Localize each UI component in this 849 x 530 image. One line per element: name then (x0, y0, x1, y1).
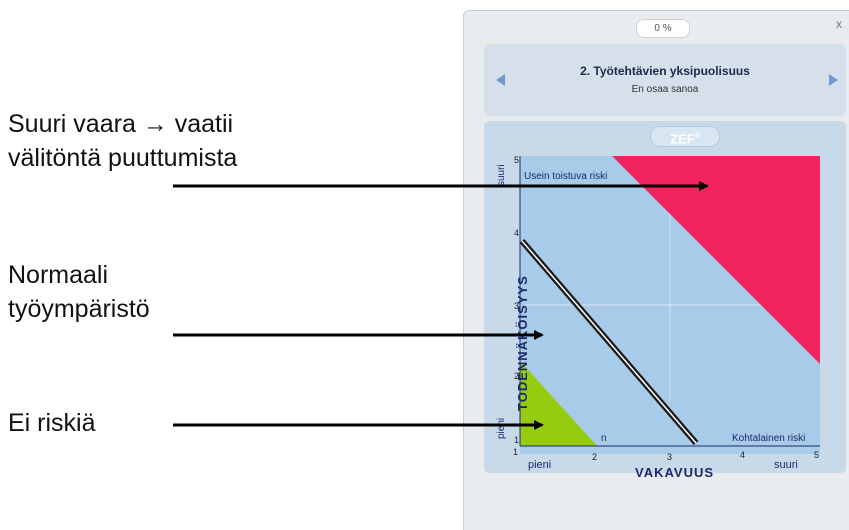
question-navigator: 2. Työtehtävien yksipuolisuus En osaa sa… (484, 44, 846, 116)
region-label-low-partial: n (601, 433, 607, 444)
previous-arrow-icon[interactable] (496, 74, 505, 86)
region-label-frequent: Usein toistuva riski (524, 171, 607, 182)
annotation-high-risk: Suuri vaara → vaatii välitöntä puuttumis… (8, 107, 237, 175)
y-tick-label-1: 1 (514, 435, 519, 445)
x-axis-title: VAKAVUUS (635, 465, 715, 480)
progress-indicator: 0 % (636, 19, 690, 38)
region-label-moderate: Kohtalainen riski (732, 433, 805, 444)
annotation-no-risk-line1: Ei riskiä (8, 409, 96, 437)
x-end-label-low: pieni (528, 459, 551, 471)
annotation-high-risk-line1: Suuri vaara → vaatii (8, 110, 234, 138)
annotation-no-risk: Ei riskiä (8, 406, 96, 440)
question-title: 2. Työtehtävien yksipuolisuus (580, 64, 750, 78)
x-tick-label-2: 2 (592, 452, 597, 462)
y-tick-label-3: 3 (514, 301, 519, 311)
close-icon[interactable]: x (836, 17, 842, 31)
normal-boundary-line-inner (521, 240, 697, 444)
x-end-label-high: suuri (774, 459, 798, 471)
high-risk-zone[interactable] (612, 156, 820, 364)
y-tick-label-4: 4 (514, 228, 519, 238)
annotation-high-risk-line2: välitöntä puuttumista (8, 144, 238, 172)
zef-survey-widget: 0 % x 2. Työtehtävien yksipuolisuus En o… (463, 10, 849, 530)
annotation-normal: Normaali työympäristö (8, 258, 150, 326)
y-end-label-low: pieni (496, 418, 507, 439)
x-tick-label-5: 5 (814, 450, 819, 460)
y-tick-label-2: 2 (514, 371, 519, 381)
x-tick-label-4: 4 (740, 450, 745, 460)
next-arrow-icon[interactable] (829, 74, 838, 86)
annotation-normal-line1: Normaali (8, 261, 109, 289)
y-axis-title: TODENNÄKÖISYYS (515, 275, 530, 411)
x-tick-label-1: 1 (513, 447, 518, 457)
x-tick-label-3: 3 (667, 452, 672, 462)
y-tick-label-5: 5 (514, 155, 519, 165)
zef-logo: ZEF® (650, 126, 720, 147)
risk-matrix-chart[interactable]: 1 2 3 4 5 1 2 3 4 5 pieni suuri suuri pi… (484, 121, 846, 473)
annotation-normal-line2: työympäristö (8, 295, 150, 323)
question-answer: En osaa sanoa (631, 84, 699, 95)
risk-matrix-panel: ZEF® 1 2 3 4 5 1 2 3 4 5 pieni suuri suu… (484, 121, 846, 480)
y-end-label-high: suuri (496, 164, 507, 186)
